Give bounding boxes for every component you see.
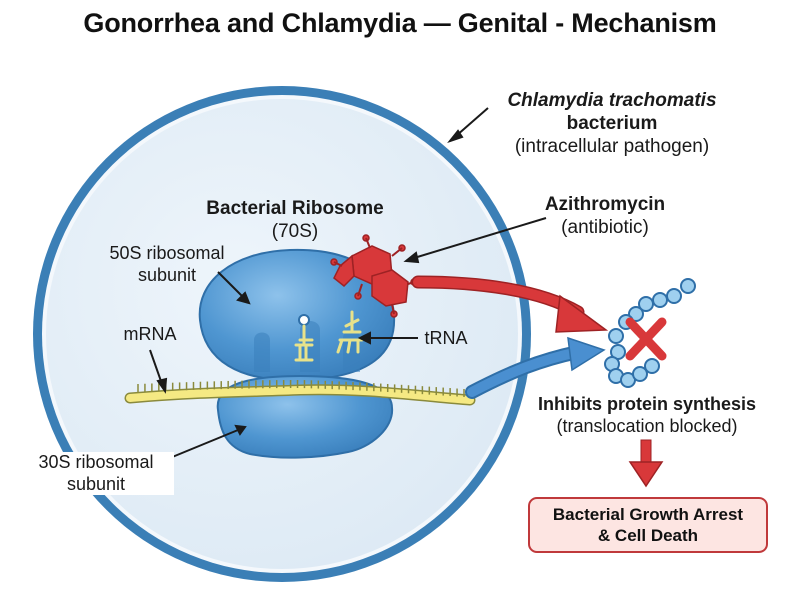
drug-name: Azithromycin (544, 194, 666, 215)
diagram-title: Gonorrhea and Chlamydia — Genital - Mech… (83, 8, 717, 38)
subunit-30s-label: 30S ribosomal subunit (18, 452, 174, 496)
protein-bead (680, 278, 696, 294)
protein-bead (608, 328, 624, 344)
pointer-lines (149, 107, 547, 461)
trna-molecule-p-site (294, 314, 314, 362)
drug-action-arrow (411, 275, 609, 333)
protein-bead (638, 296, 654, 312)
protein-output-arrow (465, 336, 606, 399)
result-line2: & Cell Death (597, 526, 699, 545)
subunit-50s-line1: 50S ribosomal (109, 243, 225, 263)
drug-class: (antibiotic) (561, 216, 649, 238)
ribosome-name: Bacterial Ribosome (206, 198, 384, 219)
ribosome-size: (70S) (271, 220, 319, 242)
trna-molecule-a-site (336, 310, 364, 354)
effect-detail: (translocation blocked) (556, 415, 738, 436)
bacterium-note: (intracellular pathogen) (514, 135, 710, 157)
subunit-50s-line2: subunit (137, 264, 197, 285)
trna-label: tRNA (424, 328, 468, 348)
ribosome-label: Bacterial Ribosome (70S) (195, 198, 395, 244)
result-line1: Bacterial Growth Arrest (552, 504, 744, 524)
protein-bead (666, 288, 682, 304)
subunit-30s-line2: subunit (66, 473, 126, 494)
subunit-50s-label: 50S ribosomal subunit (92, 243, 242, 286)
bacterium-label: Chlamydia trachomatis bacterium (intrace… (462, 90, 762, 158)
subunit-30s-line1: 30S ribosomal (38, 452, 154, 472)
bacterium-name: Chlamydia trachomatis (507, 90, 717, 111)
effect-label: Inhibits protein synthesis (translocatio… (512, 394, 782, 437)
azithromycin-molecule (330, 234, 418, 318)
mrna-label: mRNA (123, 324, 177, 344)
protein-bead (652, 292, 668, 308)
mrna-strand (124, 380, 476, 406)
protein-bead (632, 366, 648, 382)
protein-bead (644, 358, 660, 374)
bacterium-type: bacterium (566, 112, 658, 134)
result-arrow (628, 439, 664, 488)
effect-main: Inhibits protein synthesis (537, 394, 757, 414)
drug-label: Azithromycin (antibiotic) (520, 194, 690, 240)
blocked-x-icon (625, 317, 667, 361)
result-box: Bacterial Growth Arrest & Cell Death (528, 497, 768, 553)
